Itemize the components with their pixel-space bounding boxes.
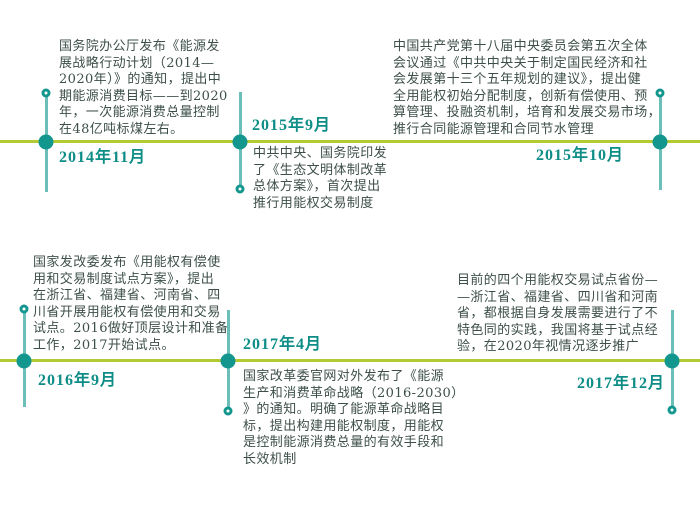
event-description: 中共中央、国务院印发 了《生态文明体制改革 总体方案》，首次提出 推行用能权交易…	[253, 146, 388, 211]
timeline-node-icon	[664, 353, 680, 368]
event-date: 2015年10月	[536, 147, 625, 164]
event-description: 国家发改委发布《用能权有偿使 用和交易制度试点方案》，提出 在浙江省、福建省、河…	[33, 255, 229, 353]
event-date: 2015年9月	[252, 117, 332, 134]
event-date: 2017年12月	[577, 375, 666, 392]
timeline-node-icon	[232, 134, 248, 149]
endpoint-circle-icon	[667, 405, 677, 415]
timeline-axis-2014-2015	[0, 140, 700, 143]
event-description: 中国共产党第十八届中央委员会第五次全体 会议通过《中共中央关于制定国民经济和社 …	[393, 39, 662, 137]
timeline-axis-2016-2017	[0, 359, 700, 362]
event-description: 国务院办公厅发布《能源发 展战略行动计划（2014— 2020年）》的通知，提出…	[59, 39, 228, 137]
timeline-node-icon	[652, 134, 668, 149]
timeline-node-icon	[38, 134, 54, 149]
event-description: 目前的四个用能权交易试点省份— —浙江省、福建省、四川省和河南 省，都根据自身发…	[457, 273, 659, 355]
timeline-node-icon	[220, 353, 236, 368]
endpoint-circle-icon	[655, 88, 665, 98]
timeline-node-icon	[16, 353, 32, 368]
endpoint-circle-icon	[19, 304, 29, 314]
endpoint-circle-icon	[235, 184, 245, 194]
endpoint-circle-icon	[223, 406, 233, 416]
event-date: 2016年9月	[38, 372, 118, 389]
endpoint-circle-icon	[41, 88, 51, 98]
event-date: 2014年11月	[59, 149, 147, 166]
event-date: 2017年4月	[243, 336, 323, 353]
event-description: 国家改革委官网对外发布了《能源 生产和消费革命战略（2016-2030） 》的通…	[243, 369, 465, 467]
